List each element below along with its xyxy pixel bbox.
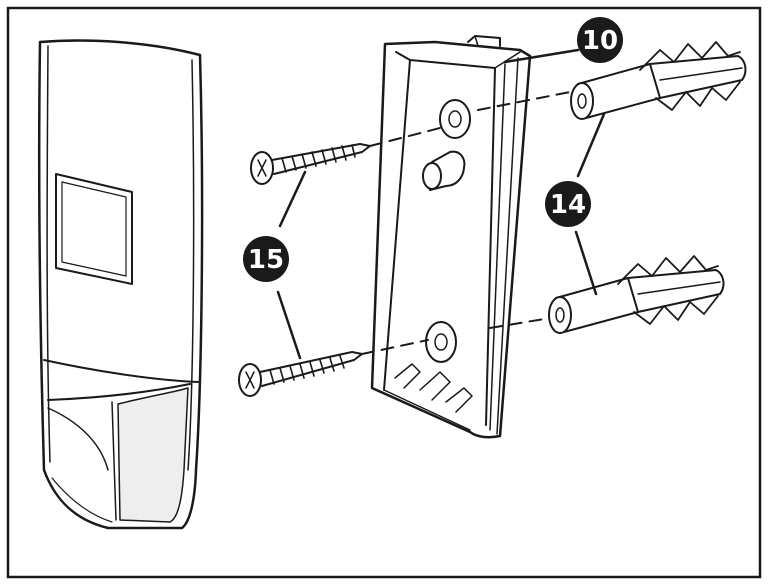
svg-text:14: 14 — [550, 190, 586, 220]
leader-line — [278, 170, 307, 228]
svg-text:10: 10 — [582, 26, 618, 56]
wall-plug-icon — [570, 41, 747, 120]
callout-bracket: 10 — [577, 17, 623, 63]
wall-plug-icon — [548, 255, 725, 334]
screw-icon — [238, 351, 363, 397]
leader-line — [574, 230, 598, 296]
alignment-line — [361, 339, 429, 355]
alignment-line — [489, 317, 551, 329]
callout-screws: 15 — [243, 236, 289, 282]
leader-line — [276, 290, 302, 360]
svg-text:15: 15 — [248, 245, 284, 275]
alignment-line — [477, 91, 571, 111]
alignment-line — [369, 127, 441, 147]
leader-line — [503, 48, 580, 64]
leader-line — [576, 112, 606, 178]
bracket-icon — [370, 35, 532, 439]
callout-wall-plugs: 14 — [545, 181, 591, 227]
pir-sensor-icon — [37, 39, 204, 530]
